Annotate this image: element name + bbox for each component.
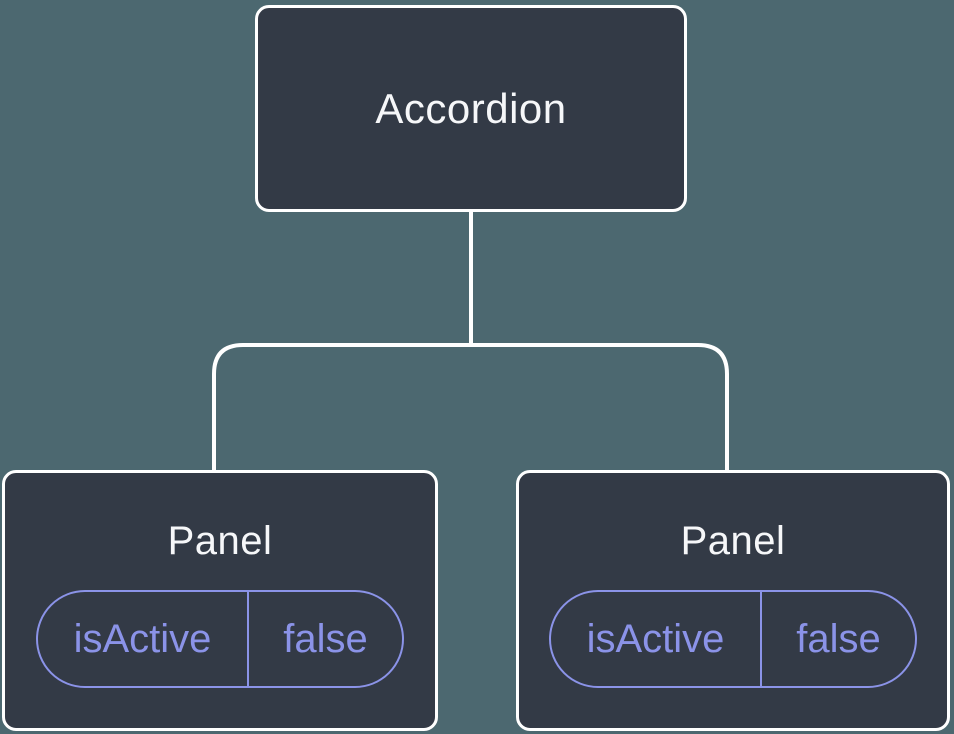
- state-name-cell: isActive: [38, 592, 249, 686]
- panel-node-right: Panel isActive false: [516, 470, 950, 731]
- state-pill: isActive false: [549, 590, 917, 688]
- state-name-cell: isActive: [551, 592, 762, 686]
- panel-node-label: Panel: [680, 519, 786, 563]
- state-value-cell: false: [796, 616, 881, 661]
- panel-node-label: Panel: [167, 519, 273, 563]
- state-pill: isActive false: [36, 590, 404, 688]
- state-value-cell: false: [283, 616, 368, 661]
- accordion-node-label: Accordion: [375, 84, 567, 132]
- accordion-node: Accordion: [255, 5, 687, 212]
- panel-node-left: Panel isActive false: [2, 470, 438, 731]
